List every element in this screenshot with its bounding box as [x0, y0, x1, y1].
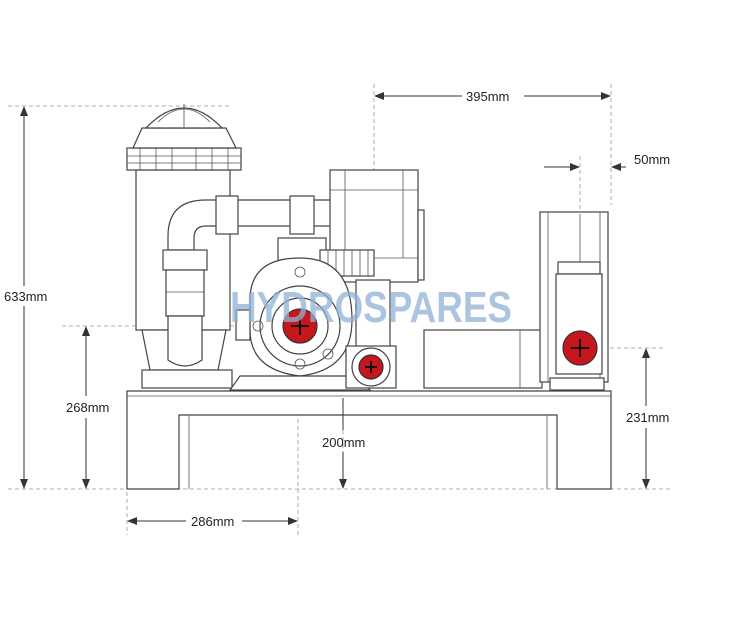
blower-port-icon — [562, 330, 598, 366]
dim-286-label: 286mm — [191, 514, 234, 529]
dim-633-label: 633mm — [4, 289, 47, 304]
blower — [539, 211, 609, 391]
heater-tube — [423, 329, 543, 389]
watermark: HYDROSPARES — [230, 283, 512, 332]
dim-231-label: 231mm — [626, 410, 669, 425]
dimension-arrows — [20, 92, 650, 525]
pump-port-icon — [282, 308, 318, 344]
dim-50-label: 50mm — [634, 152, 670, 167]
dim-268-label: 268mm — [66, 400, 109, 415]
circulation-port-icon — [358, 354, 384, 380]
port-markers — [282, 308, 598, 380]
base-frame — [126, 390, 612, 490]
dim-200-label: 200mm — [322, 435, 365, 450]
dim-395-label: 395mm — [466, 89, 509, 104]
